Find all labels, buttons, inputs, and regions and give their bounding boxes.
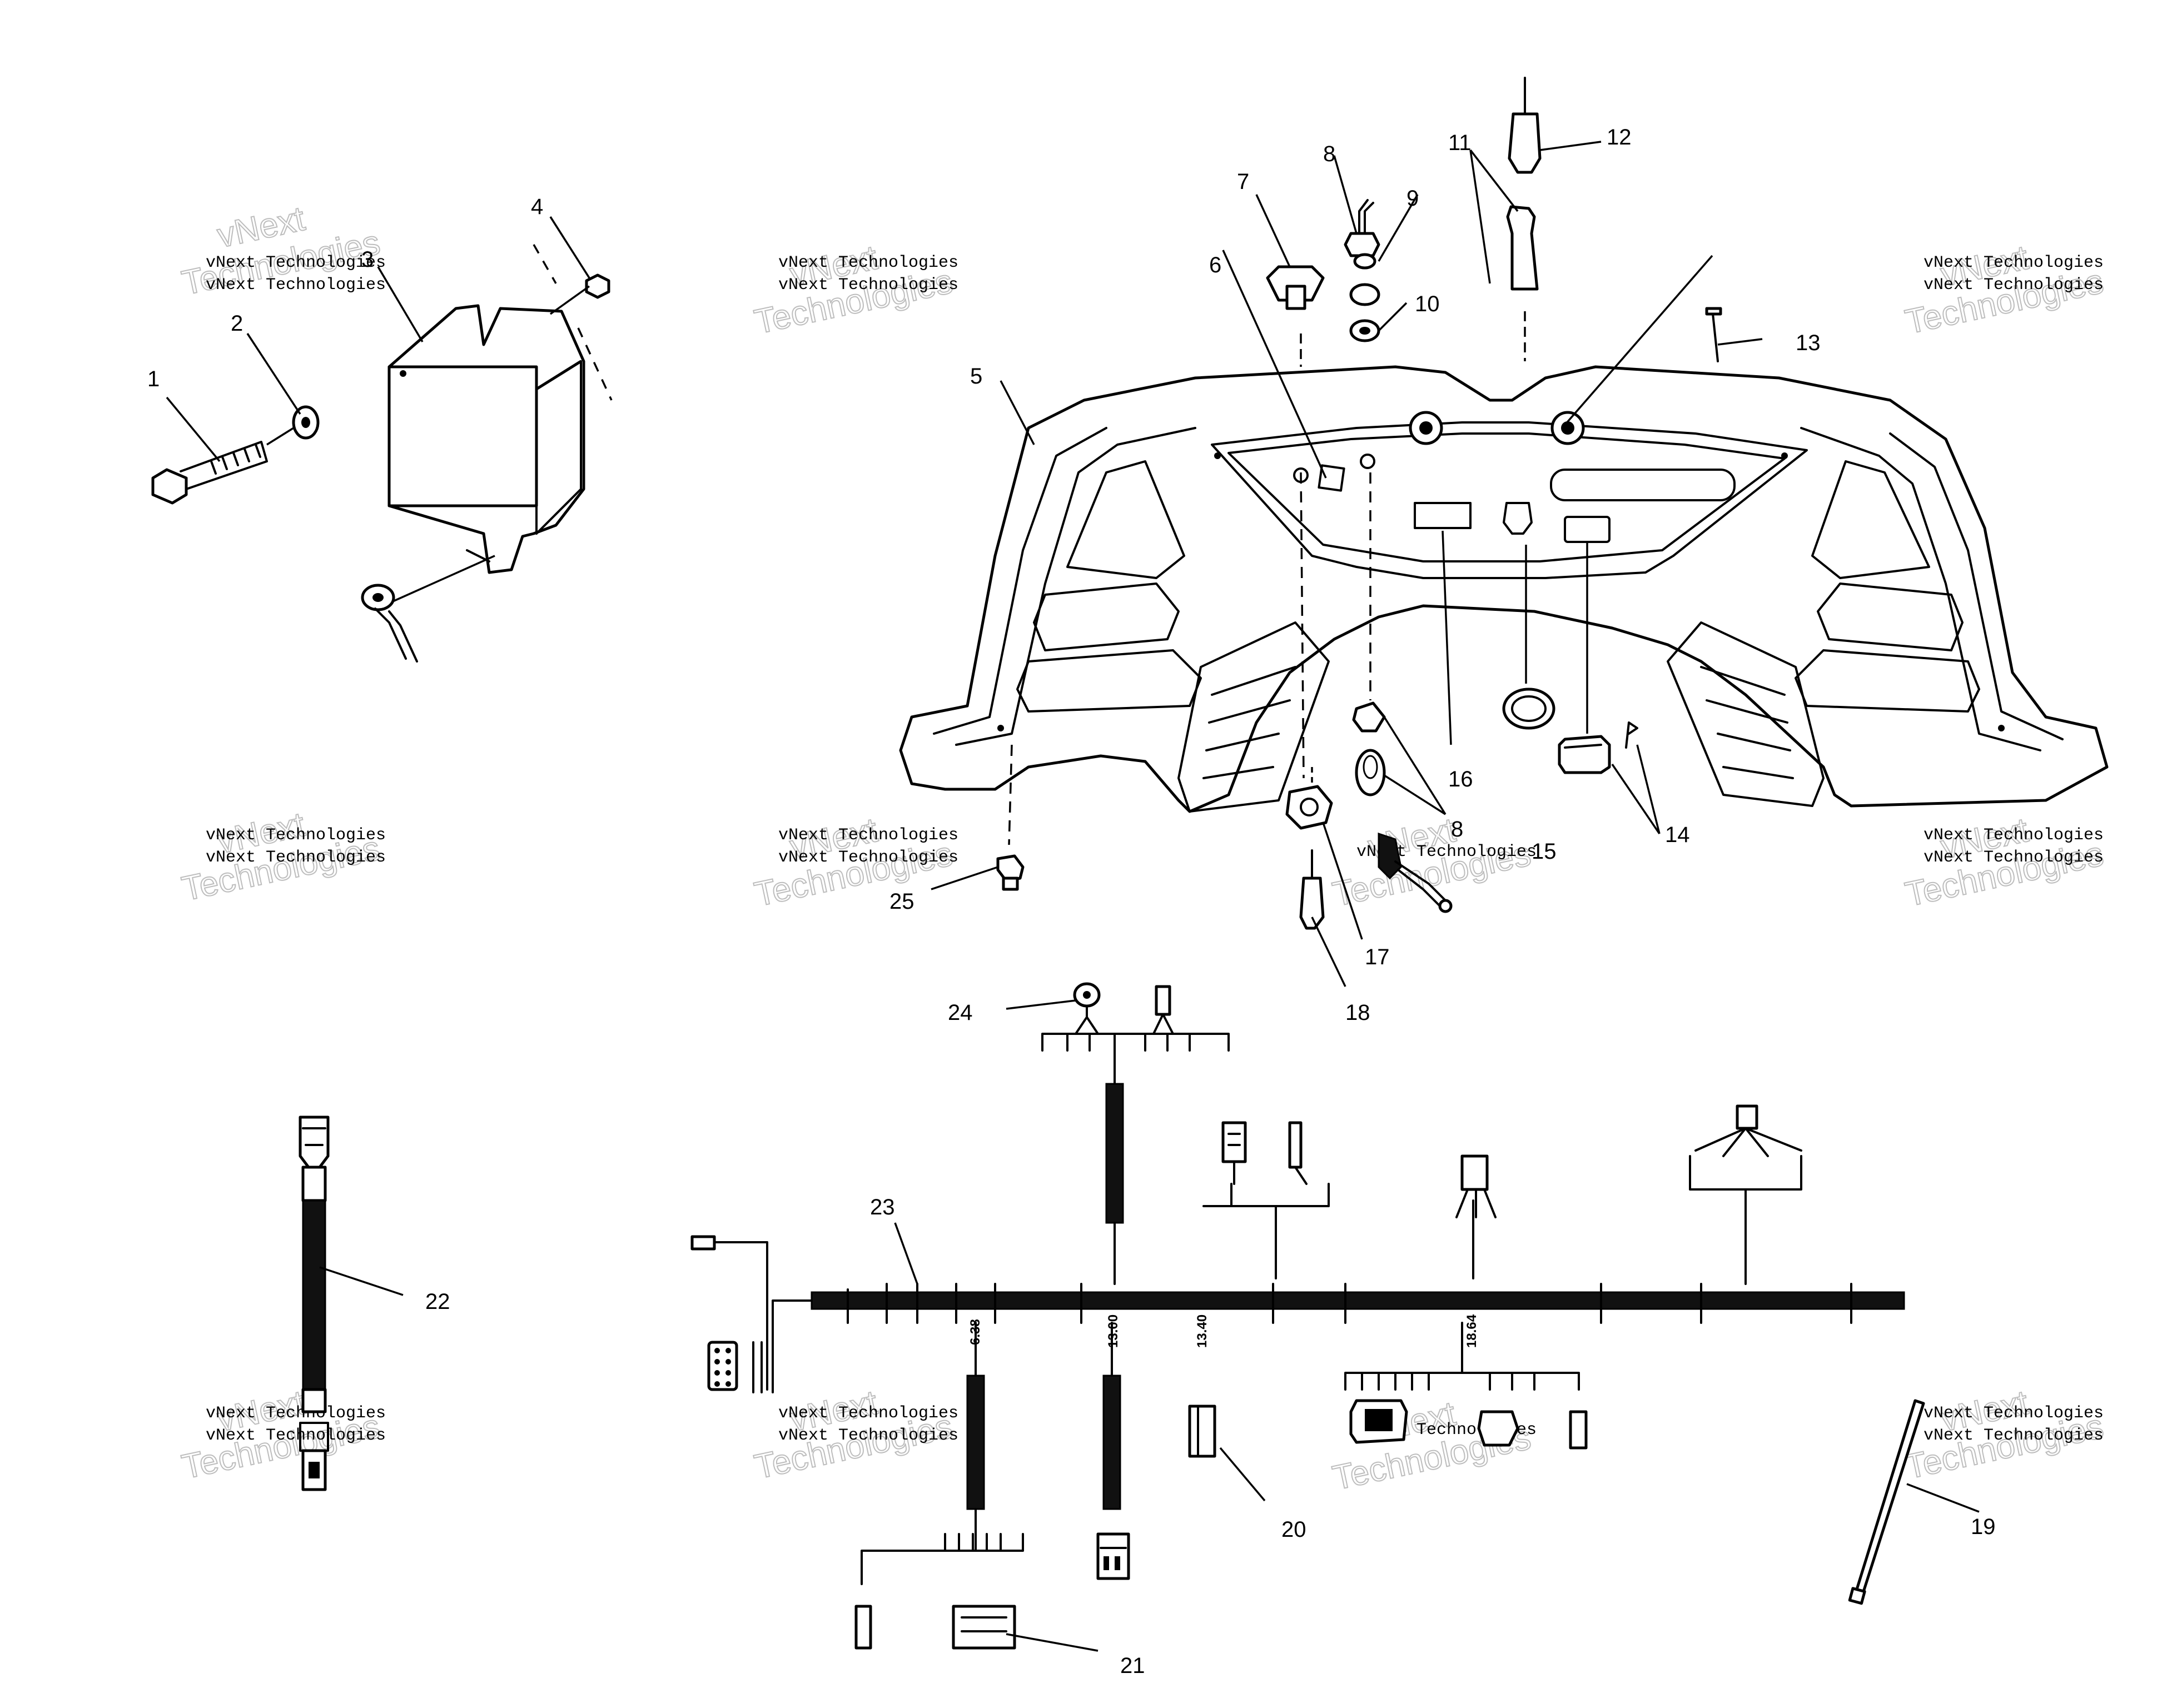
callout-11: 11 xyxy=(1448,131,1472,155)
callout-leaders xyxy=(166,141,1763,987)
callout-5: 5 xyxy=(970,364,982,389)
callout-4: 4 xyxy=(531,195,543,219)
cable-22 xyxy=(299,1116,404,1491)
callout-8-upper: 8 xyxy=(1323,142,1335,166)
callout-15: 15 xyxy=(1532,839,1557,864)
watermark-text: vNext Technologies xyxy=(206,826,386,845)
watermark-text: vNext Technologies xyxy=(778,1404,958,1423)
callout-23: 23 xyxy=(870,1195,895,1219)
callout-12: 12 xyxy=(1607,125,1632,150)
callout-14: 14 xyxy=(1665,823,1690,847)
watermark-text: vNext Technologies xyxy=(778,253,958,272)
callout-10: 10 xyxy=(1415,292,1440,316)
watermark-text: vNext Technologies xyxy=(1924,276,2104,295)
nut xyxy=(585,273,610,299)
callout-6: 6 xyxy=(1209,253,1221,277)
callout-7: 7 xyxy=(1237,170,1249,194)
callout-24: 24 xyxy=(948,1000,973,1025)
watermark-text: vNext Technologies xyxy=(206,848,386,867)
callout-25: 25 xyxy=(889,889,914,914)
watermark-text: vNext Technologies xyxy=(206,276,386,295)
watermark-text: vNext Technologies xyxy=(778,276,958,295)
callout-20: 20 xyxy=(1281,1517,1306,1542)
watermark-text: vNext Technologies xyxy=(778,848,958,867)
watermark-text: vNext Technologies xyxy=(206,253,386,272)
harness-mark: 6.38 xyxy=(968,1319,983,1345)
pod-hardware xyxy=(996,77,1722,930)
callout-17: 17 xyxy=(1365,945,1390,969)
callout-1: 1 xyxy=(147,367,160,391)
watermark-text: vNext Technologies xyxy=(206,1426,386,1445)
dash-panel xyxy=(899,365,2109,813)
watermark-text: vNext Technologies xyxy=(1924,826,2104,845)
washer-hole xyxy=(301,417,310,428)
main-harness xyxy=(690,982,1980,1652)
control-module xyxy=(387,304,585,574)
callout-16: 16 xyxy=(1448,767,1473,791)
watermark-text: vNext Technologies xyxy=(1924,848,2104,867)
ring-terminal xyxy=(361,555,495,663)
callout-3: 3 xyxy=(361,247,374,272)
watermark-text: vNext Technologies xyxy=(778,1426,958,1445)
bolt xyxy=(151,441,268,505)
watermark-text: vNext Technologies xyxy=(1924,1426,2104,1445)
harness-mark: 13.40 xyxy=(1195,1314,1210,1348)
callout-22: 22 xyxy=(425,1289,450,1314)
watermark-text: vNext Technologies xyxy=(778,826,958,845)
callout-8-lower: 8 xyxy=(1451,817,1463,841)
harness-marks: 6.38 13.00 13.40 18.64 xyxy=(968,1314,1479,1348)
callout-13: 13 xyxy=(1796,331,1821,355)
watermark-text: vNext Technologies xyxy=(1924,253,2104,272)
harness-mark: 18.64 xyxy=(1464,1314,1479,1348)
watermark-text: vNext Technologies xyxy=(1924,1404,2104,1423)
harness-mark: 13.00 xyxy=(1106,1314,1121,1348)
module-assembly xyxy=(151,244,613,663)
callout-19: 19 xyxy=(1971,1515,1996,1539)
callout-18: 18 xyxy=(1345,1000,1370,1025)
watermark-text: vNext Technologies xyxy=(206,1404,386,1423)
callout-21: 21 xyxy=(1120,1654,1145,1678)
callout-9: 9 xyxy=(1406,186,1419,211)
callout-labels: 1 2 3 4 5 6 7 8 8 9 10 11 12 13 14 15 16… xyxy=(147,125,1996,1678)
callout-2: 2 xyxy=(231,311,243,336)
